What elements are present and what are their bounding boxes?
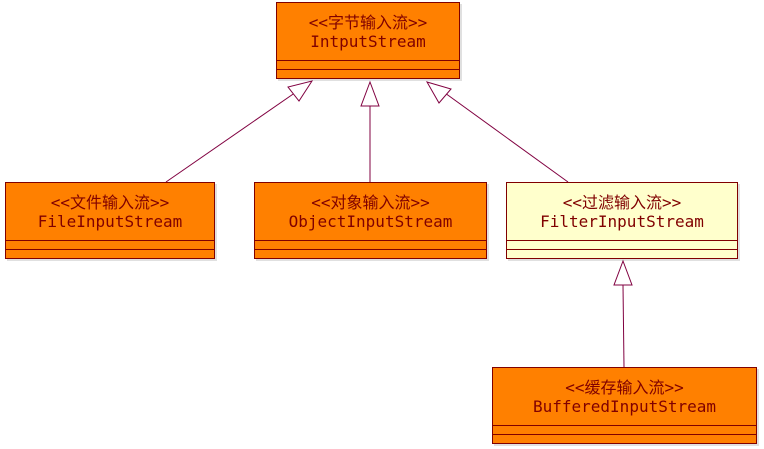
class-header: <<对象输入流>> ObjectInputStream — [255, 183, 486, 240]
class-stereotype: <<文件输入流>> — [50, 193, 170, 213]
class-box-inputstream[interactable]: <<字节输入流>> IntputStream — [276, 2, 460, 79]
generalization-line-buffered — [622, 284, 625, 368]
operations-compartment — [277, 69, 459, 78]
class-header: <<文件输入流>> FileInputStream — [6, 183, 214, 240]
class-stereotype: <<缓存输入流>> — [565, 378, 684, 398]
class-header: <<过滤输入流>> FilterInputStream — [507, 183, 737, 240]
attributes-compartment — [6, 240, 214, 249]
operations-compartment — [255, 249, 486, 258]
class-header: <<字节输入流>> IntputStream — [277, 3, 459, 60]
attributes-compartment — [255, 240, 486, 249]
generalization-arrowhead-file — [287, 80, 314, 102]
class-box-objectinputstream[interactable]: <<对象输入流>> ObjectInputStream — [254, 182, 487, 259]
class-name: IntputStream — [310, 32, 426, 51]
generalization-arrowhead-filter — [425, 81, 452, 104]
generalization-line-filter — [444, 92, 569, 183]
operations-compartment — [507, 249, 737, 258]
generalization-arrowhead-buffered — [613, 259, 633, 286]
operations-compartment — [6, 249, 214, 258]
attributes-compartment — [507, 240, 737, 249]
class-box-fileinputstream[interactable]: <<文件输入流>> FileInputStream — [5, 182, 215, 259]
attributes-compartment — [277, 60, 459, 69]
class-box-bufferedinputstream[interactable]: <<缓存输入流>> BufferedInputStream — [492, 367, 757, 444]
class-name: ObjectInputStream — [288, 212, 453, 231]
generalization-line-file — [165, 89, 300, 183]
attributes-compartment — [493, 425, 756, 434]
class-name: FilterInputStream — [540, 212, 704, 231]
class-header: <<缓存输入流>> BufferedInputStream — [493, 368, 756, 425]
class-name: FileInputStream — [37, 212, 183, 231]
class-box-filterinputstream[interactable]: <<过滤输入流>> FilterInputStream — [506, 182, 738, 259]
class-name: BufferedInputStream — [532, 397, 717, 416]
generalization-arrowhead-object — [360, 80, 380, 107]
class-stereotype: <<过滤输入流>> — [562, 193, 682, 213]
operations-compartment — [493, 434, 756, 443]
class-stereotype: <<对象输入流>> — [311, 193, 430, 213]
class-stereotype: <<字节输入流>> — [308, 13, 428, 33]
